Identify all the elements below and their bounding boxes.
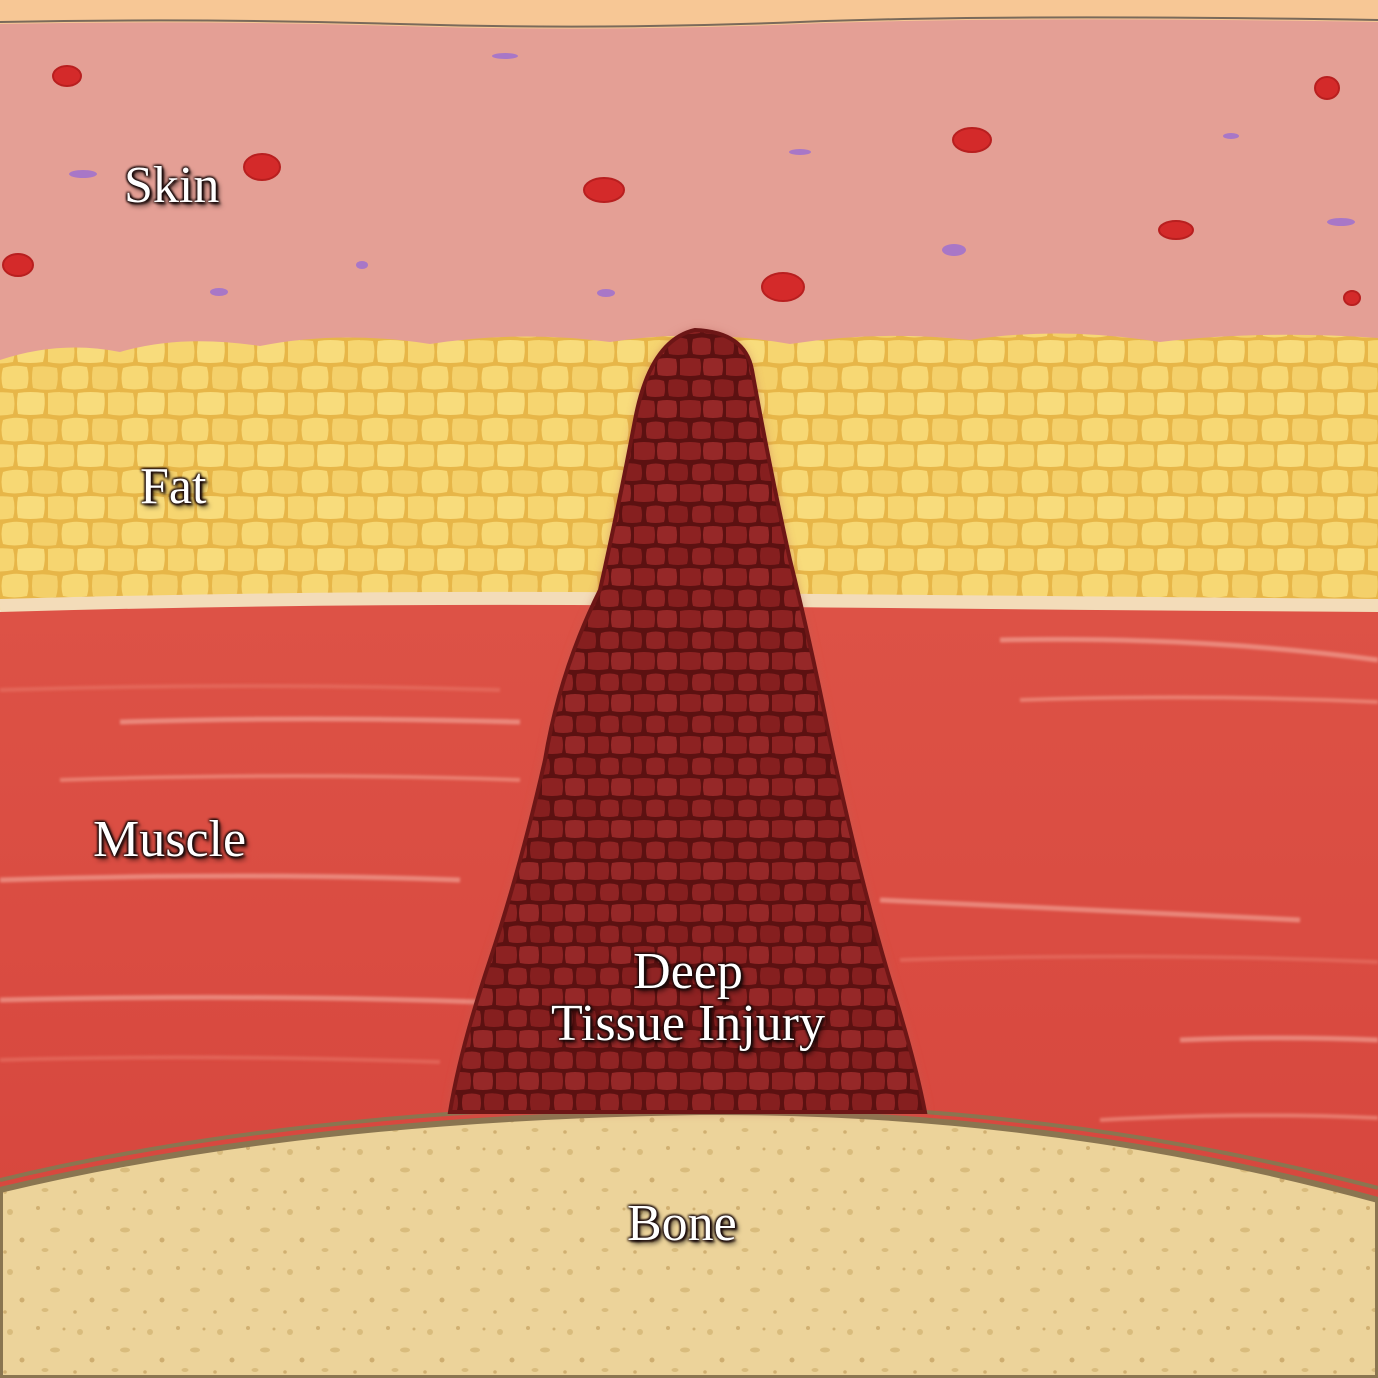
skin-label: Skin	[124, 157, 220, 214]
bone-label: Bone	[627, 1195, 737, 1252]
muscle-fibers	[0, 636, 1378, 1122]
fat-label: Fat	[140, 458, 207, 515]
injury-label-line1: Deep	[633, 943, 743, 1000]
skin-layer	[0, 19, 1378, 371]
deep-tissue-injury-label: Deep Tissue Injury	[498, 946, 878, 1050]
blood-cells	[2, 65, 1361, 306]
purple-cells	[69, 53, 1355, 297]
deep-tissue-injury	[447, 327, 928, 1114]
injury-label-line2: Tissue Injury	[550, 995, 825, 1052]
muscle-label: Muscle	[93, 811, 247, 868]
